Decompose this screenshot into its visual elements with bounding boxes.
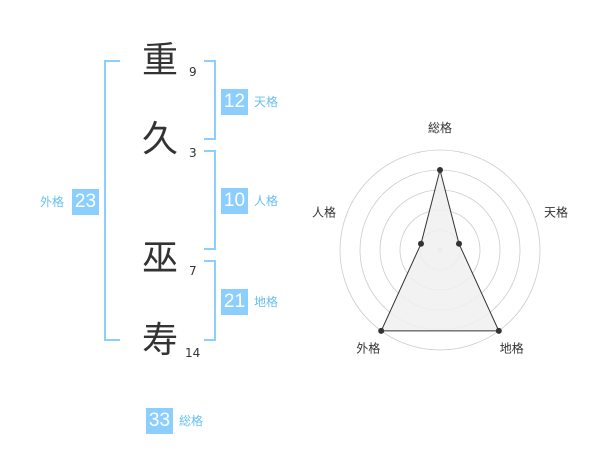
- name-char-4: 寿: [141, 320, 178, 361]
- stroke-count-4: 14: [185, 346, 201, 360]
- radar-point-2: [456, 240, 462, 247]
- radar-polygon: [380, 169, 500, 332]
- chikaku-value: 21: [221, 289, 248, 315]
- stroke-count-1: 9: [189, 65, 197, 79]
- radar-axis-label-5: 人格: [312, 204, 336, 219]
- gaikaku-label: 外格: [40, 195, 65, 209]
- radar-point-3: [495, 327, 502, 334]
- soukaku-label: 総格: [179, 414, 204, 428]
- soukaku-value: 33: [146, 408, 173, 434]
- radar-axis-label-1: 総格: [428, 120, 452, 135]
- radar-point-5: [418, 240, 424, 247]
- name-char-2: 久: [141, 119, 178, 160]
- stroke-count-3: 7: [189, 264, 197, 278]
- radar-ring-5: [339, 149, 541, 351]
- gaikaku-bracket: [104, 60, 120, 341]
- jinkaku-value: 10: [221, 188, 248, 214]
- stroke-count-2: 3: [189, 146, 197, 160]
- radar-point-4: [378, 327, 385, 334]
- radar-axis-label-3: 地格: [500, 341, 524, 356]
- chikaku-bracket: [204, 260, 216, 341]
- jinkaku-bracket: [204, 150, 216, 250]
- name-char-1: 重: [141, 40, 178, 81]
- radar-axis-label-4: 外格: [356, 341, 380, 356]
- tenkaku-value: 12: [221, 89, 248, 115]
- gaikaku-value: 23: [72, 189, 99, 215]
- radar-point-1: [437, 167, 443, 173]
- tenkaku-bracket: [204, 60, 216, 140]
- jinkaku-label: 人格: [254, 194, 279, 208]
- name-char-3: 巫: [141, 238, 178, 279]
- radar-axis-label-2: 天格: [544, 204, 568, 219]
- tenkaku-label: 天格: [254, 95, 279, 109]
- chikaku-label: 地格: [254, 295, 279, 309]
